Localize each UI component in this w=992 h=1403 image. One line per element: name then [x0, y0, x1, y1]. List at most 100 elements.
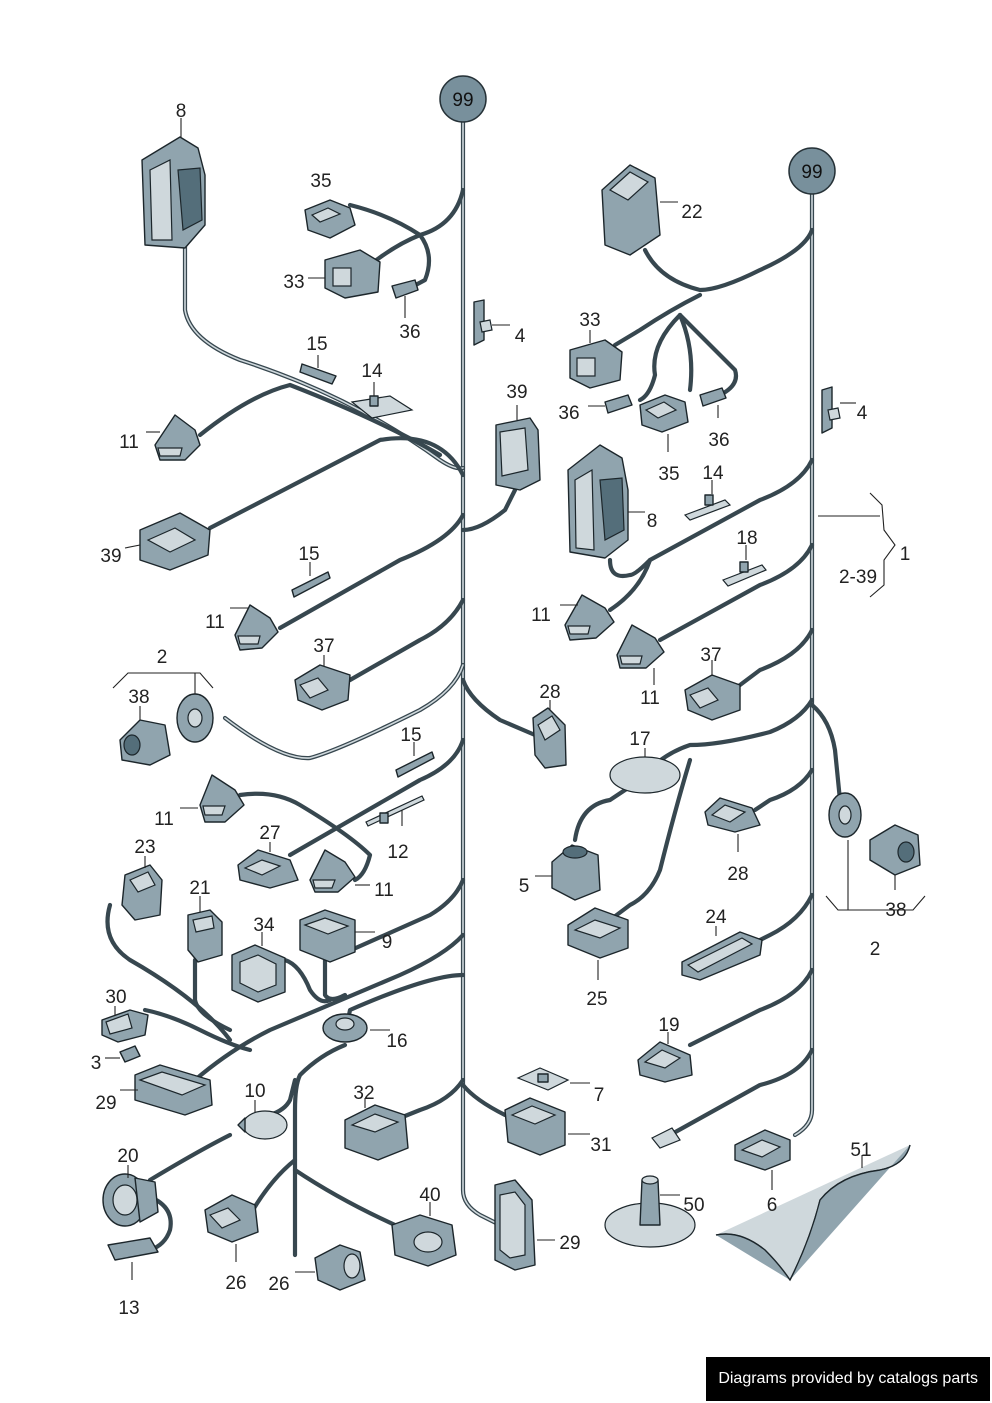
part-35-connector: [304, 199, 356, 239]
part-18-holder: [722, 545, 767, 587]
label-2: 2: [157, 647, 168, 668]
part-50-grommet: [604, 1175, 696, 1248]
part-3-clip: [105, 1045, 141, 1063]
part-30-connector: [101, 1006, 149, 1043]
part-24-connector: [681, 926, 763, 981]
part-22-module: [601, 164, 678, 256]
label-11: 11: [119, 432, 139, 453]
label-36: 36: [708, 430, 729, 451]
part-31-connector: [504, 1097, 590, 1156]
label-36: 36: [399, 322, 420, 343]
label-10: 10: [244, 1081, 265, 1102]
part-26-connector: [295, 1244, 366, 1291]
label-23: 23: [134, 837, 155, 858]
part-40-connector: [391, 1202, 457, 1267]
label-30: 30: [105, 987, 126, 1008]
part-7-bracket: [516, 1067, 590, 1091]
label-29: 29: [559, 1233, 580, 1254]
part-36-connector: [588, 394, 633, 414]
label-8: 8: [647, 511, 658, 532]
part-39-connector: [124, 512, 211, 571]
label-39: 39: [506, 382, 527, 403]
label-35: 35: [658, 464, 679, 485]
label-15: 15: [400, 725, 421, 746]
part-17-splice: [609, 748, 681, 794]
part-11-connector: [616, 624, 665, 685]
part-33-connector: [308, 249, 381, 299]
part-11-connector: [560, 594, 615, 641]
part-28-connector: [704, 797, 761, 852]
label-37: 37: [700, 645, 721, 666]
label-37: 37: [313, 636, 334, 657]
label-15: 15: [306, 334, 327, 355]
label-8: 8: [176, 101, 187, 122]
label-2-39: 2-39: [839, 567, 877, 588]
part-10-splice: [237, 1100, 288, 1140]
label-35: 35: [310, 171, 331, 192]
label-16: 16: [386, 1031, 407, 1052]
label-4: 4: [515, 326, 526, 347]
callout-labels: 8 35 33 36 4 15 14 11 39 39 15 11 37 2 3…: [91, 101, 911, 1319]
part-29-module: [120, 1064, 213, 1116]
part-11-connector: [230, 604, 279, 651]
part-25-connector: [567, 907, 629, 980]
label-38: 38: [885, 900, 906, 921]
label-6: 6: [767, 1195, 778, 1216]
part-33-connector: [569, 330, 623, 389]
label-9: 9: [382, 932, 393, 953]
part-35-connector: [639, 394, 689, 452]
part-26-connector: [204, 1194, 259, 1262]
right-harness-wires: [572, 187, 843, 1138]
part-38-connector: [869, 824, 921, 890]
group-brace-1: [818, 492, 896, 598]
part-12-strip: [365, 795, 425, 827]
part-28-connector: [532, 700, 567, 769]
part-13-clip: [107, 1237, 159, 1280]
part-11-connector: [180, 774, 245, 823]
label-40: 40: [419, 1185, 440, 1206]
part-38-connector: [119, 706, 171, 766]
label-4: 4: [857, 403, 868, 424]
part-36-connector: [699, 387, 727, 418]
label-20: 20: [117, 1146, 138, 1167]
label-21: 21: [189, 878, 210, 899]
label-28: 28: [727, 864, 748, 885]
part-19-connector: [637, 1032, 693, 1083]
svg-text:99: 99: [452, 90, 473, 111]
label-7: 7: [594, 1085, 605, 1106]
label-3: 3: [91, 1053, 102, 1074]
label-11: 11: [531, 605, 551, 626]
label-33: 33: [283, 272, 304, 293]
label-24: 24: [705, 907, 727, 928]
label-33: 33: [579, 310, 600, 331]
label-18: 18: [736, 528, 757, 549]
part-39-connector-vertical: [495, 405, 541, 491]
svg-text:99: 99: [801, 162, 822, 183]
part-4-clip: [821, 386, 856, 434]
label-32: 32: [353, 1083, 374, 1104]
part-8-connector-housing: [567, 444, 645, 559]
part-37-connector: [684, 660, 741, 721]
label-13: 13: [118, 1298, 139, 1319]
label-36: 36: [558, 403, 579, 424]
label-11: 11: [205, 612, 225, 633]
part-37-connector: [294, 655, 351, 711]
label-14: 14: [702, 463, 724, 484]
label-11: 11: [154, 809, 174, 830]
label-28: 28: [539, 682, 560, 703]
part-8-connector-housing: [141, 118, 206, 249]
part-4-clip: [473, 299, 510, 346]
part-14-holder: [350, 382, 414, 419]
part-16-grommet: [322, 1013, 390, 1043]
part-11-connector: [309, 849, 370, 893]
label-17: 17: [629, 729, 650, 750]
connection-badge-right: 99: [788, 147, 836, 195]
label-27: 27: [259, 823, 280, 844]
part-15-bracket: [395, 742, 435, 778]
label-39: 39: [100, 546, 121, 567]
part-9-connector: [299, 909, 375, 963]
label-29: 29: [95, 1093, 116, 1114]
label-51: 51: [850, 1140, 871, 1161]
part-29-module-vertical: [494, 1179, 555, 1271]
